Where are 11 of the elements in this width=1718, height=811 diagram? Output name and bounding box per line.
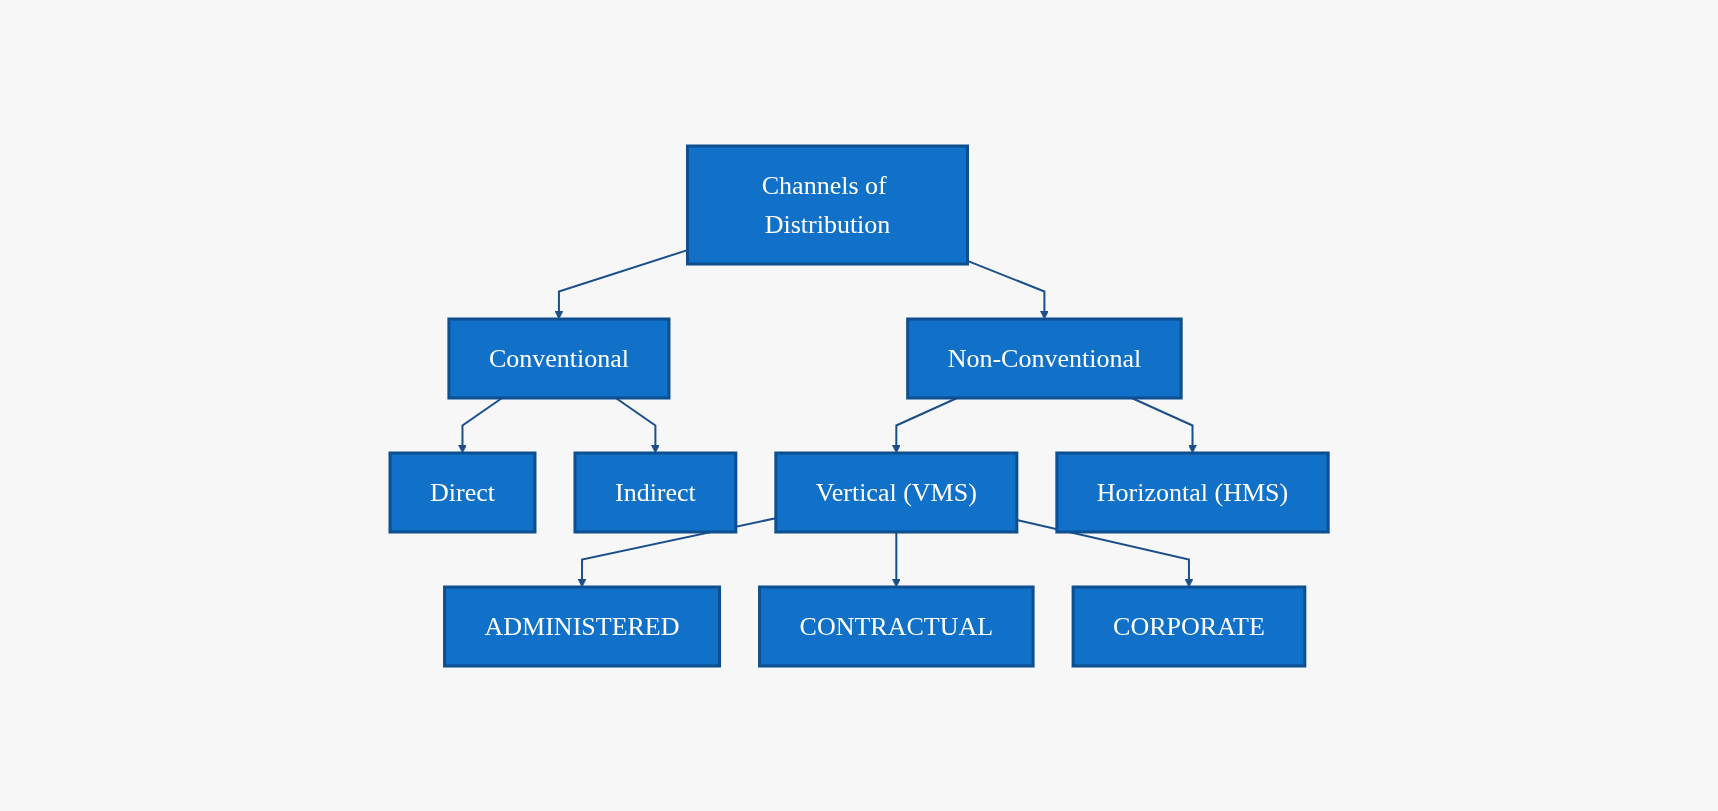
node-box: Conventional bbox=[447, 317, 671, 399]
node-box: Direct bbox=[388, 451, 537, 533]
node-box: CONTRACTUAL bbox=[757, 585, 1035, 667]
arrow bbox=[966, 259, 1049, 319]
node-box: Horizontal (HMS) bbox=[1055, 451, 1330, 533]
node-box: Vertical (VMS) bbox=[774, 451, 1019, 533]
node-box: ADMINISTERED bbox=[442, 585, 721, 667]
node-box: Channels of Distribution bbox=[685, 144, 969, 265]
node-box: Indirect bbox=[573, 451, 738, 533]
node-box: CORPORATE bbox=[1071, 585, 1307, 667]
node-box: Non-Conventional bbox=[906, 317, 1183, 399]
